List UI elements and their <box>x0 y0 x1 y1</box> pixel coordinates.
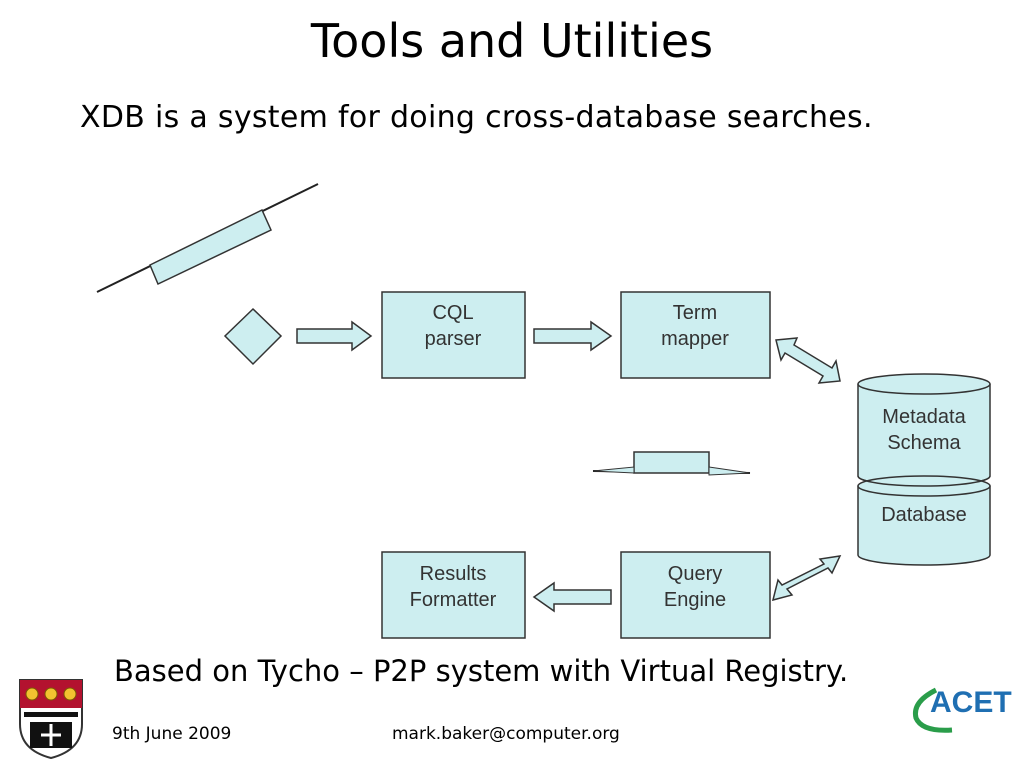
input-diamond <box>223 307 283 366</box>
metadata-schema-label-line2: Schema <box>887 432 961 454</box>
results-formatter-label-line1: Results <box>420 563 487 585</box>
term-mapper-label-line1: Term <box>673 302 717 324</box>
term-mapper-label-line2: mapper <box>661 328 729 350</box>
term-mapper-box: Term mapper <box>620 291 771 379</box>
query-engine-box: Query Engine <box>620 551 771 639</box>
metadata-schema-label-line1: Metadata <box>882 406 966 428</box>
slide-subtitle: XDB is a system for doing cross-database… <box>80 100 873 135</box>
results-formatter-box: Results Formatter <box>381 551 526 639</box>
footer-date: 9th June 2009 <box>112 724 232 744</box>
slide-note: Based on Tycho – P2P system with Virtual… <box>114 654 849 688</box>
slide-title: Tools and Utilities <box>310 14 714 68</box>
cql-parser-box: CQL parser <box>381 291 526 379</box>
footer-email: mark.baker@computer.org <box>392 724 620 744</box>
double-arrow-term-database <box>775 337 841 384</box>
database-cylinder: Metadata Schema Database <box>857 373 991 566</box>
arrow-to-results-formatter <box>532 581 612 613</box>
acet-logo-text: ACET <box>930 686 1012 719</box>
university-crest-logo <box>19 679 83 760</box>
query-engine-label-line1: Query <box>668 563 722 585</box>
double-arrow-engine-database <box>771 555 842 602</box>
middle-line-shape <box>592 451 751 476</box>
cql-parser-label-line2: parser <box>425 328 482 350</box>
tilted-user-shape <box>96 183 319 293</box>
arrow-to-cql-parser <box>296 320 373 352</box>
database-label: Database <box>881 504 967 526</box>
cql-parser-label-line1: CQL <box>432 302 473 324</box>
query-engine-label-line2: Engine <box>664 589 726 611</box>
acet-logo: ACET <box>912 686 1012 733</box>
results-formatter-label-line2: Formatter <box>410 589 497 611</box>
arrow-to-term-mapper <box>533 320 613 352</box>
